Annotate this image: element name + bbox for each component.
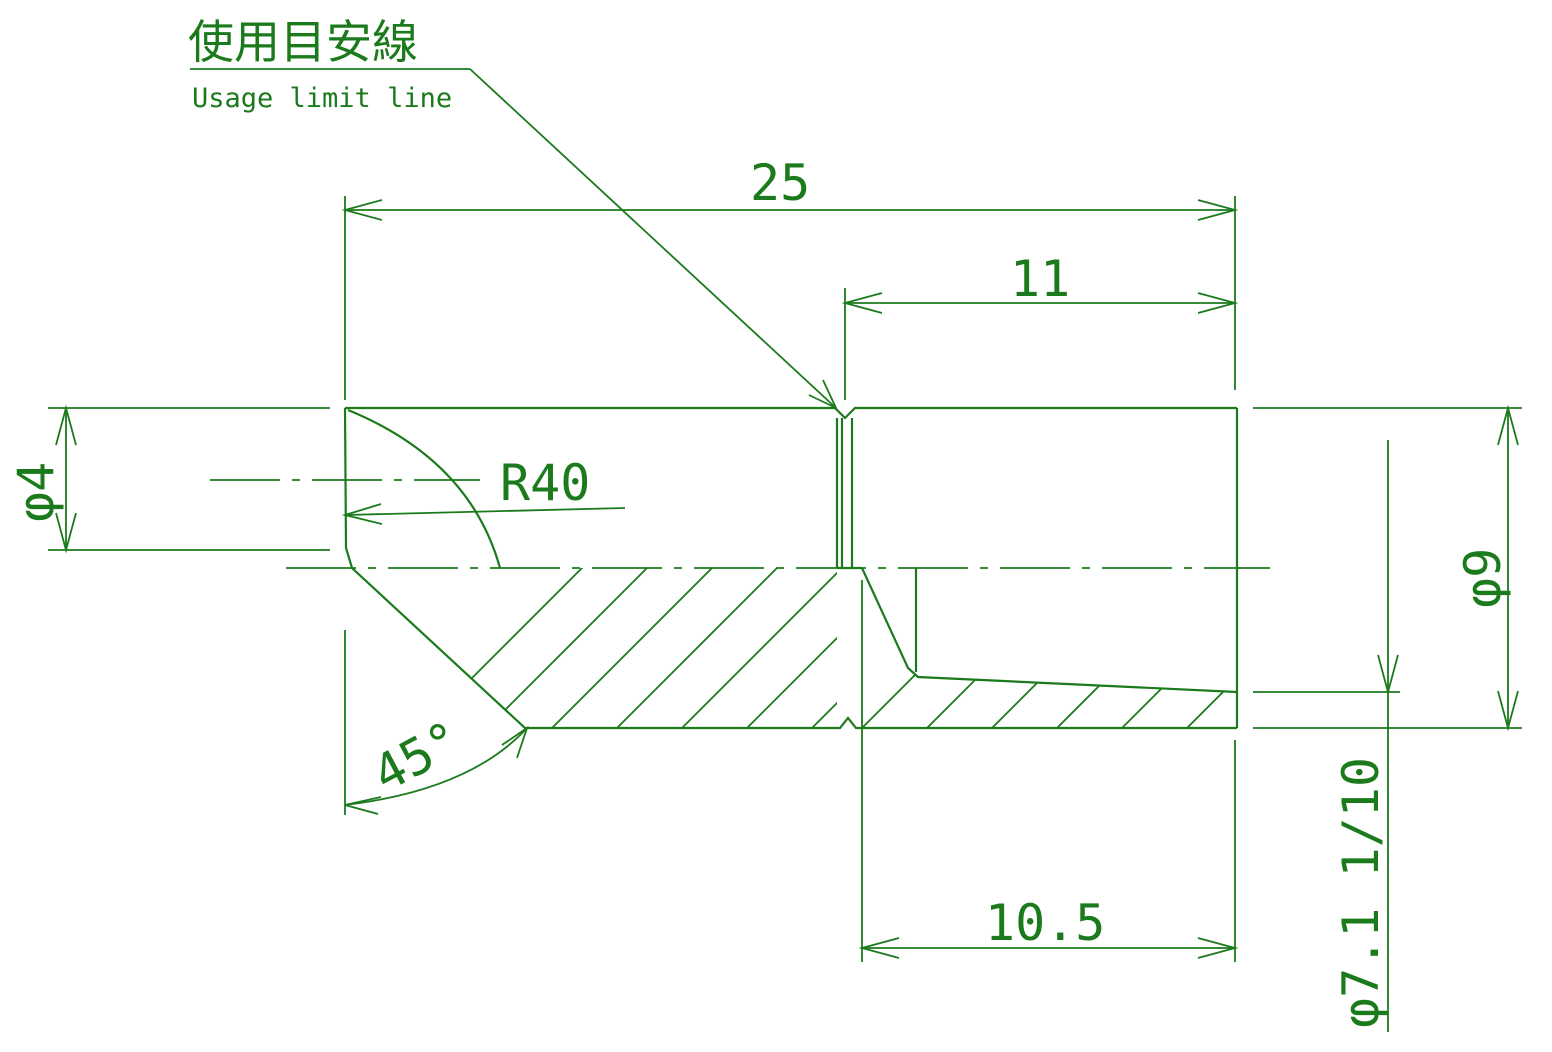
dim-angle: 45° [363,710,470,804]
center-lines [210,479,1270,569]
label-usage-en: Usage limit line [192,83,452,114]
dim-bore-diameter: φ7.1 1/10 [1332,757,1390,1028]
part-outline [343,406,1239,730]
dim-overall-length: 25 [750,154,810,212]
dim-radius: R40 [500,454,590,512]
dim-tip-diameter: φ4 [7,462,65,522]
dimension-lines [55,68,1519,1032]
hatch-right [862,568,1235,728]
dim-upper-segment: 11 [1010,250,1070,308]
hatch-left [352,568,837,728]
extension-lines [48,196,1522,962]
dim-lower-segment: 10.5 [985,894,1105,952]
label-usage-jp: 使用目安線 [188,15,418,69]
dim-outer-diameter: φ9 [1454,548,1512,608]
